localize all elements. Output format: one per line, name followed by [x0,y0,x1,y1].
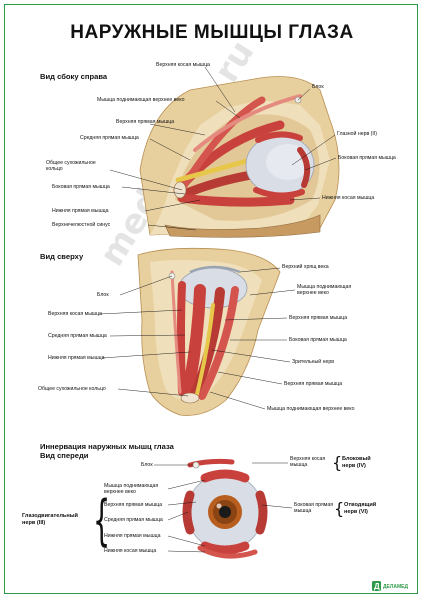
poster-frame [4,4,418,594]
front-label-abducens-nerve: Отводящий нерв (VI) [344,502,377,515]
side-label-trochlea: Блок [312,84,324,90]
front-label-levator: Мышца поднимающая верхнее веко [104,483,159,495]
side-label-superior-rectus: Верхняя прямая мышца [116,119,175,125]
front-label-lateral-rectus: Боковая прямая мышца [294,502,334,514]
front-label-superior-oblique: Верхняя косая мышца [290,456,326,468]
top-label-superior-oblique: Верхняя косая мышца [48,311,102,317]
front-view-illustration [182,458,268,559]
innervation-heading: Иннервация наружных мышц глаза [40,442,174,451]
front-label-superior-rectus: Верхняя прямая мышца [104,502,163,508]
side-label-inferior-oblique: Нижняя косая мышца [322,195,375,201]
front-label-inferior-rectus: Нижняя прямая мышца [104,533,161,539]
side-label-medial-rectus: Средняя прямая мышца [80,135,139,141]
top-label-trochlea: Блок [97,292,109,298]
front-label-medial-rectus: Средняя прямая мышца [104,517,163,523]
front-view-heading: Вид спереди [40,451,89,460]
top-label-inferior-rectus: Нижняя прямая мышца [48,355,105,361]
publisher-logo: Д ДЕЛАМЕД [372,581,409,591]
side-label-optic-nerve: Глазной нерв (II) [337,131,378,137]
top-label-optic-nerve: Зрительный нерв [292,359,334,365]
logo-text: ДЕЛАМЕД [383,584,409,590]
top-view-illustration [137,247,281,416]
oculomotor-brace: { [93,489,111,552]
front-label-trochlea: Блок [141,462,153,468]
top-label-levator-2: Мышца поднимающая верхнее веко [267,406,355,412]
side-label-common-ring: Общее сухожильное кольцо [46,160,96,172]
top-label-levator: Мышца поднимающая верхнее веко [297,284,352,296]
side-label-lateral-rectus-left: Боковая прямая мышца [52,184,110,190]
abducens-brace: { [334,499,345,518]
top-label-superior-rectus: Верхняя прямая мышца [289,315,348,321]
side-label-inferior-rectus: Нижняя прямая мышца [52,208,109,214]
trochlear-brace: { [332,453,343,472]
top-label-superior-rectus-2: Верхняя прямая мышца [284,381,343,387]
side-label-maxillary-sinus: Верхнечелюстной синус [52,222,111,228]
front-label-trochlear-nerve: Блоковый нерв (IV) [342,456,371,469]
side-view-illustration [139,76,340,238]
side-label-levator: Мышца поднимающая верхнее веко [97,97,185,103]
side-label-superior-oblique: Верхняя косая мышца [156,62,210,68]
top-label-medial-rectus: Средняя прямая мышца [48,333,107,339]
leader-lines [99,66,337,553]
front-label-inferior-oblique: Нижняя косая мышца [104,548,157,554]
top-label-lateral-rectus: Боковая прямая мышца [289,337,347,343]
side-label-lateral-rectus-right: Боковая прямая мышца [338,155,396,161]
svg-text:Д: Д [374,582,380,591]
top-view-heading: Вид сверху [40,252,84,261]
poster-title: НАРУЖНЫЕ МЫШЦЫ ГЛАЗА [70,22,354,43]
side-view-heading: Вид сбоку справа [40,72,108,81]
top-label-common-ring: Общее сухожильное кольцо [38,386,106,392]
front-label-oculomotor-nerve: Глазодвигательный нерв (III) [22,513,78,526]
top-label-eyelid-cartilage: Верхний хрящ века [282,264,329,270]
